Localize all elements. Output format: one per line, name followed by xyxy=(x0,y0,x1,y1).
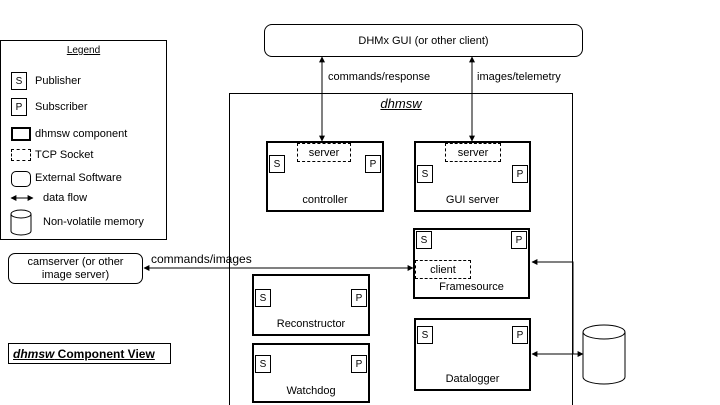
legend-publisher-label: Publisher xyxy=(35,75,81,87)
gui-server-socket: server xyxy=(445,143,501,162)
reconstructor-subscriber-icon: P xyxy=(351,289,367,307)
legend-memory-cylinder-icon xyxy=(10,209,32,236)
legend-panel: Legend S Publisher P Subscriber dhmsw co… xyxy=(0,40,167,240)
view-title-rest: Component View xyxy=(54,346,155,361)
watchdog-publisher-icon: S xyxy=(255,355,271,373)
reconstructor-component: S P Reconstructor xyxy=(252,274,370,336)
flow-images-telemetry-label: images/telemetry xyxy=(477,71,561,83)
legend-publisher-icon: S xyxy=(11,72,27,90)
flow-framesource-memory-arrow xyxy=(531,259,574,354)
controller-publisher-icon: S xyxy=(269,155,285,173)
dhmsw-system-boundary xyxy=(229,93,573,405)
view-title-italic: dhmsw xyxy=(13,346,55,361)
camserver-line1: camserver (or other xyxy=(27,255,124,268)
framesource-label: Framesource xyxy=(439,281,504,293)
gui-server-component: server S P GUI server xyxy=(414,141,531,212)
legend-subscriber-icon: P xyxy=(11,98,27,116)
datalogger-component: S P Datalogger xyxy=(414,318,531,391)
reconstructor-label: Reconstructor xyxy=(276,318,346,330)
legend-title: Legend xyxy=(66,45,101,56)
nonvolatile-memory-cylinder xyxy=(582,324,626,385)
framesource-subscriber-icon: P xyxy=(511,231,527,249)
legend-memory-label: Non-volatile memory xyxy=(43,216,144,228)
datalogger-label: Datalogger xyxy=(445,373,500,385)
framesource-publisher-icon: S xyxy=(416,231,432,249)
legend-subscriber-label: Subscriber xyxy=(35,101,88,113)
controller-label: controller xyxy=(302,194,348,206)
watchdog-label: Watchdog xyxy=(286,385,336,397)
datalogger-subscriber-icon: P xyxy=(512,326,528,344)
controller-subscriber-icon: P xyxy=(365,155,381,173)
datalogger-publisher-icon: S xyxy=(417,326,433,344)
camserver-box: camserver (or other image server) xyxy=(8,253,143,284)
component-view-title: dhmsw Component View xyxy=(8,343,171,364)
legend-tcp-icon xyxy=(11,149,31,161)
controller-server-socket: server xyxy=(297,143,351,162)
reconstructor-publisher-icon: S xyxy=(255,289,271,307)
legend-component-icon xyxy=(11,127,31,141)
legend-component-label: dhmsw component xyxy=(35,128,128,140)
gui-server-label: GUI server xyxy=(445,194,500,206)
legend-tcp-label: TCP Socket xyxy=(35,149,94,161)
framesource-client-socket: client xyxy=(415,260,471,279)
flow-commands-response-label: commands/response xyxy=(328,71,431,83)
dhmsw-system-title: dhmsw xyxy=(380,96,422,111)
gui-server-subscriber-icon: P xyxy=(512,165,528,183)
watchdog-component: S P Watchdog xyxy=(252,343,370,403)
legend-external-label: External Software xyxy=(35,172,122,184)
gui-server-publisher-icon: S xyxy=(417,165,433,183)
watchdog-subscriber-icon: P xyxy=(351,355,367,373)
controller-component: server S P controller xyxy=(266,141,384,212)
flow-commands-images-label: commands/images xyxy=(151,252,252,266)
legend-dataflow-label: data flow xyxy=(43,192,88,204)
framesource-component: S P client Framesource xyxy=(413,228,530,299)
legend-external-icon xyxy=(11,171,31,187)
camserver-line2: image server) xyxy=(41,268,110,281)
gui-client-box: DHMx GUI (or other client) xyxy=(264,24,583,57)
